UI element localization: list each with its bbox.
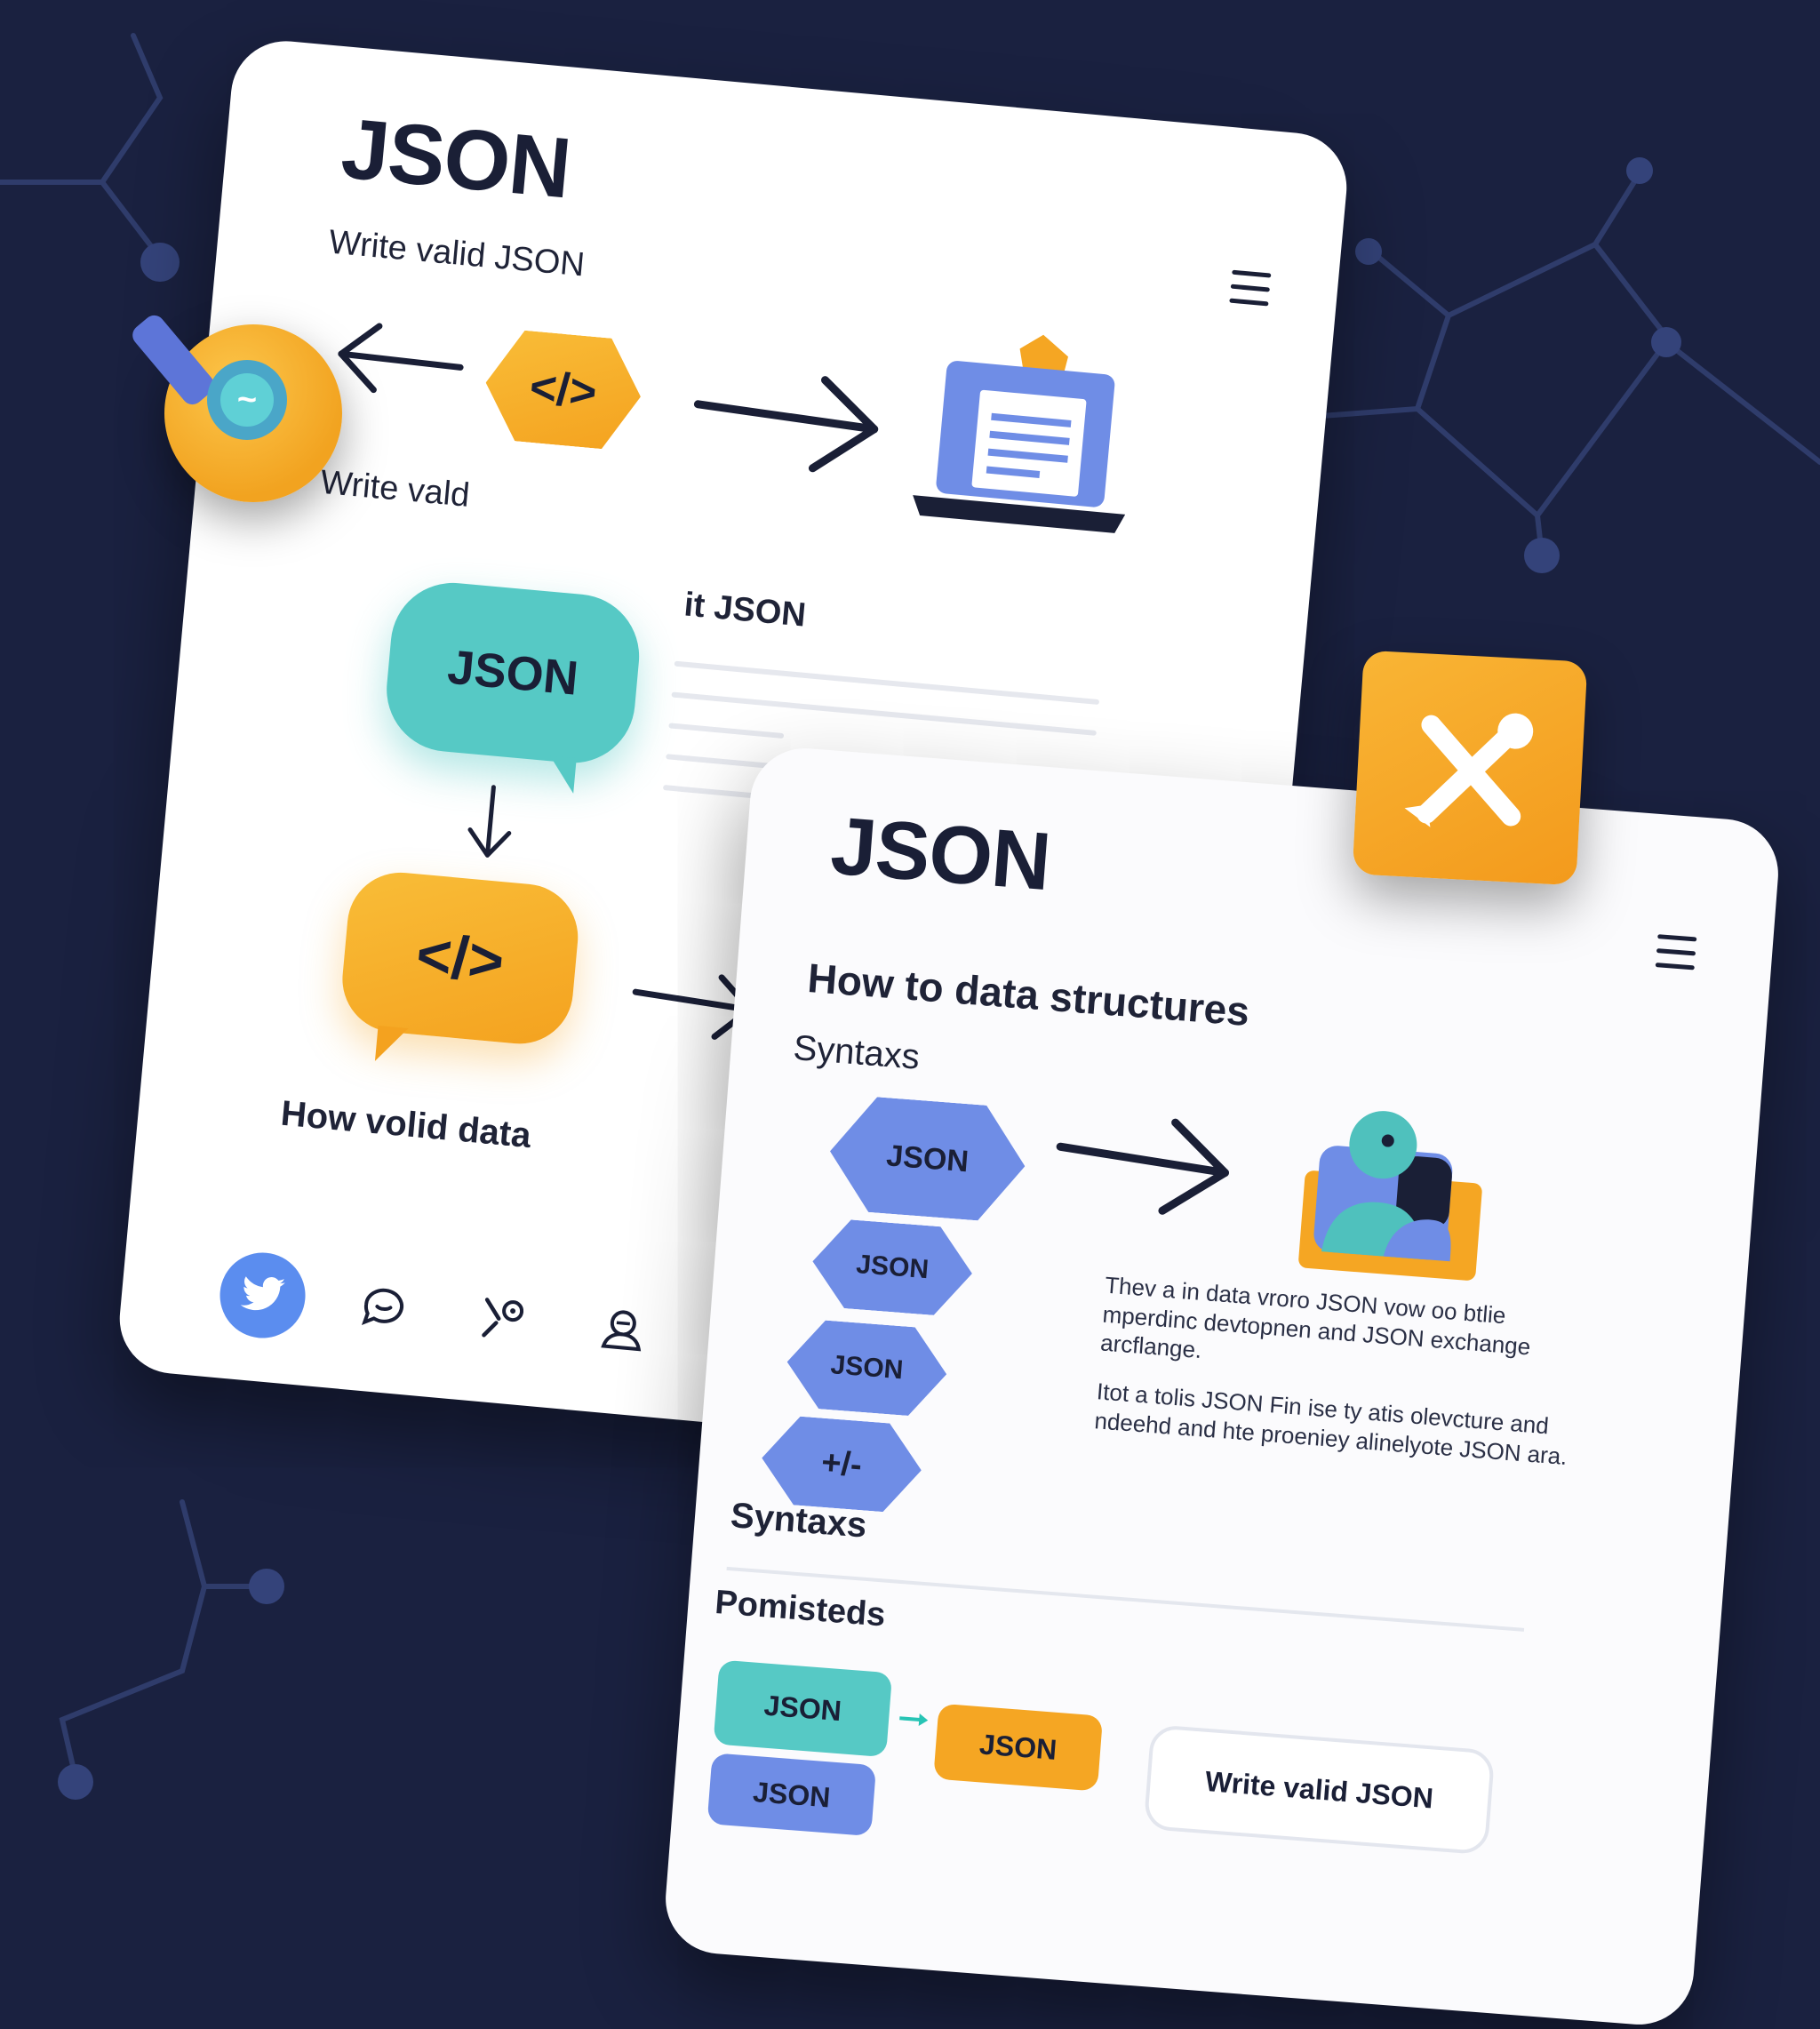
arrow-left-icon [338,323,464,394]
tools-icon [1352,650,1588,886]
side-heading: it JSON [682,586,808,635]
bottom-caption: How volid data [279,1093,533,1156]
arrow-down-icon [467,785,512,858]
json-chip[interactable]: JSON [706,1753,877,1837]
chat-icon[interactable] [355,1279,412,1337]
back-card: JSON Write valid JSON </> Write vald it … [115,36,1352,1471]
section-label: Pomisteds [714,1584,887,1634]
stack-item-json[interactable]: JSON [826,1094,1029,1224]
arrow-right-icon [1056,1118,1229,1215]
code-badge[interactable]: </> [481,327,646,451]
small-arrow-icon [899,1713,929,1726]
share-icon[interactable] [475,1290,532,1348]
json-bubble[interactable]: JSON [381,577,645,769]
stack-item-json[interactable]: JSON [784,1318,950,1419]
avatar-window-icon [1298,1111,1482,1281]
back-card-title: JSON [338,100,575,217]
document-laptop-icon [913,334,1126,533]
write-valid-json-button[interactable]: Write valid JSON [1143,1724,1496,1856]
back-card-subtitle: Write valid JSON [327,223,587,284]
medal-icon: ~ [128,311,342,502]
front-card-title: JSON [827,800,1054,908]
front-card: JSON How to data structures Syntaxs JSON… [661,744,1783,2029]
menu-icon[interactable] [1655,934,1697,979]
menu-icon[interactable] [1228,269,1272,316]
twitter-icon[interactable] [216,1249,309,1342]
stack-item-json[interactable]: JSON [810,1217,976,1318]
background-network [0,33,1820,1800]
json-chip[interactable]: JSON [933,1703,1104,1792]
description-paragraph: Thev a in data vroro JSON vow oo btlie m… [1099,1271,1532,1364]
user-icon[interactable] [594,1301,651,1359]
code-bubble[interactable]: </> [338,867,583,1049]
back-card-caption: Write vald [318,463,472,515]
arrow-right-icon [693,376,879,473]
front-card-heading: How to data structures [805,954,1251,1035]
syntax-label: Syntaxs [792,1027,922,1077]
description-paragraph: Itot a tolis JSON Fin ise ty atis olevct… [1093,1378,1569,1470]
json-chip[interactable]: JSON [713,1659,893,1758]
